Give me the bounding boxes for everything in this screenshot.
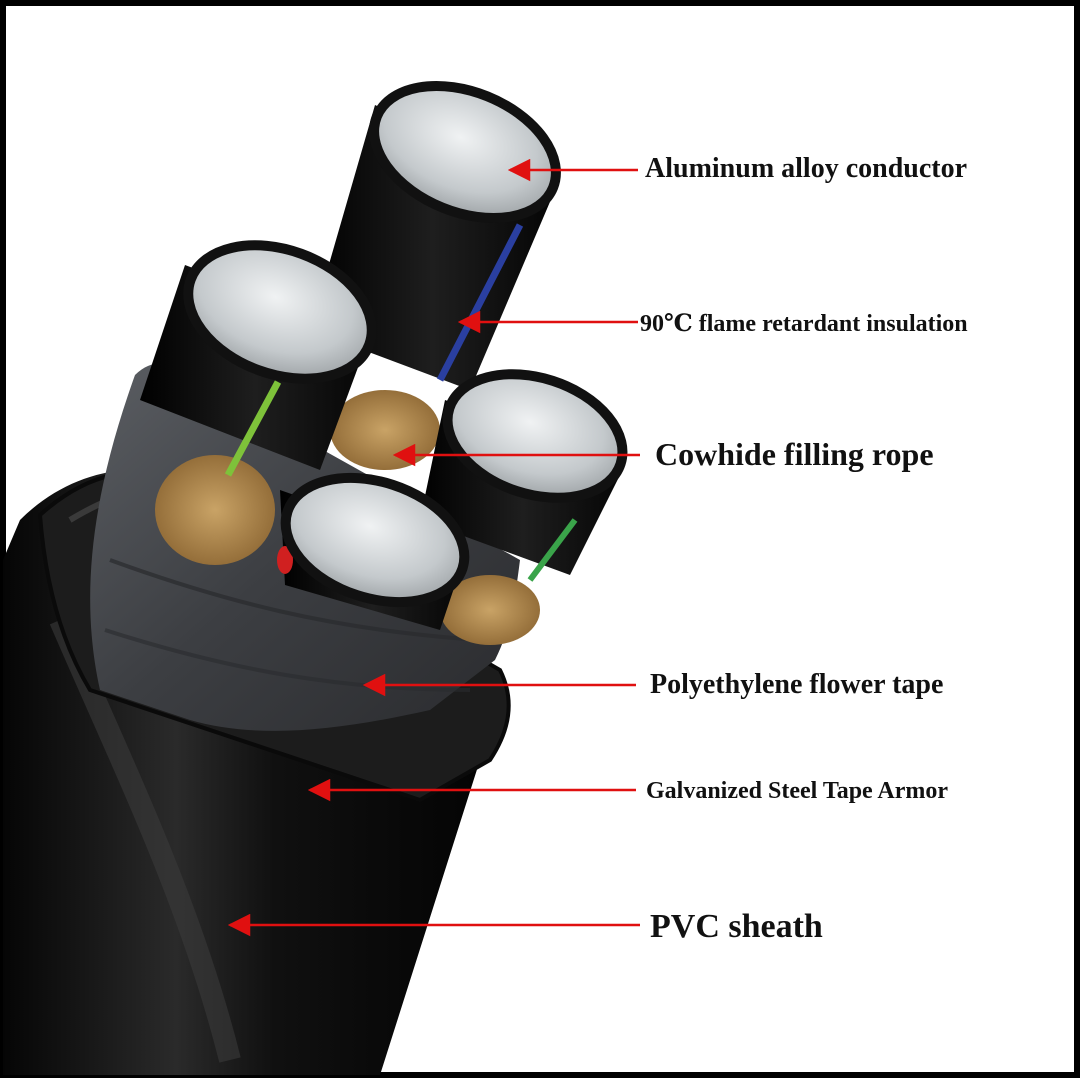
conductor-3 bbox=[442, 369, 628, 503]
conductor-2 bbox=[183, 240, 377, 384]
filler-right bbox=[440, 575, 540, 645]
label-tape: Polyethylene flower tape bbox=[650, 669, 943, 700]
label-armor: Galvanized Steel Tape Armor bbox=[646, 778, 948, 804]
label-filling: Cowhide filling rope bbox=[655, 436, 934, 472]
conductor-1 bbox=[369, 80, 561, 224]
stripe-green-2 bbox=[527, 518, 578, 582]
label-conductor: Aluminum alloy conductor bbox=[645, 153, 967, 184]
tape-wrap-line-2 bbox=[104, 628, 471, 692]
stripe-green bbox=[224, 380, 282, 477]
filler-left bbox=[155, 455, 275, 565]
filler-center bbox=[330, 390, 440, 470]
label-sheath: PVC sheath bbox=[650, 908, 823, 945]
tape-wrap-line bbox=[109, 558, 481, 642]
conductor-4 bbox=[280, 472, 470, 608]
stripe-red bbox=[277, 546, 293, 574]
stripe-blue bbox=[436, 223, 524, 382]
label-insulation: 90℃ flame retardant insulation bbox=[640, 311, 968, 337]
